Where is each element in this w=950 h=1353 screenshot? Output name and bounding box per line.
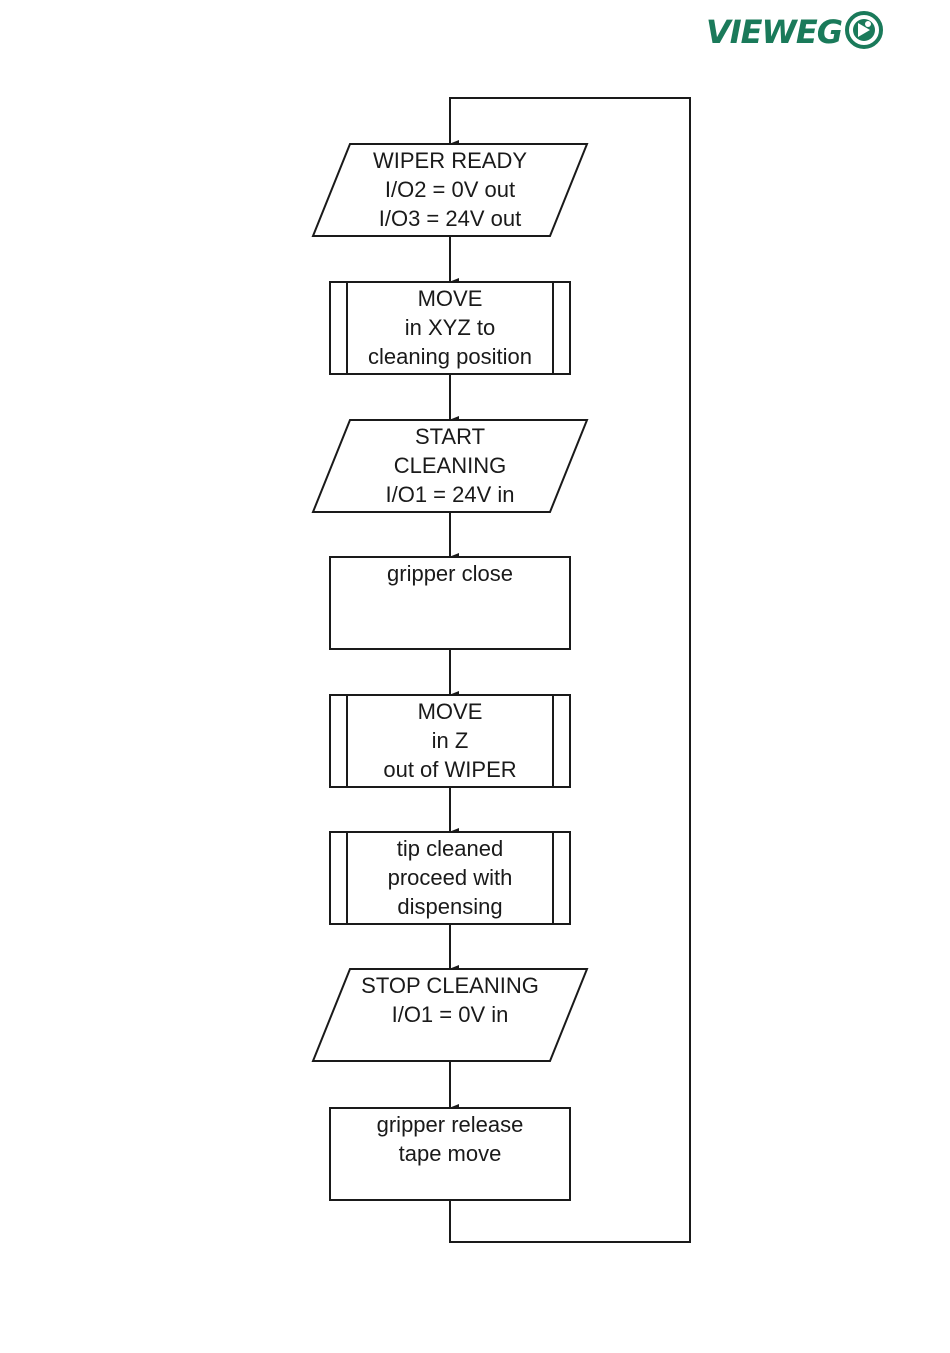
- node-text-line: MOVE: [418, 699, 483, 724]
- node-text-line: cleaning position: [368, 344, 532, 369]
- node-text-line: I/O1 = 24V in: [385, 482, 514, 507]
- node-text-line: START: [415, 424, 485, 449]
- flow-node-move-z: MOVE in Z out of WIPER: [330, 695, 570, 787]
- node-text-line: in Z: [432, 728, 469, 753]
- node-text-line: proceed with: [388, 865, 513, 890]
- flow-node-stop-cleaning: STOP CLEANING I/O1 = 0V in: [313, 969, 587, 1061]
- node-text-line: STOP CLEANING: [361, 973, 539, 998]
- node-text-line: gripper close: [387, 561, 513, 586]
- flow-node-move-xyz: MOVE in XYZ to cleaning position: [330, 282, 570, 374]
- loop-back-connector: [450, 98, 690, 1242]
- node-text-line: MOVE: [418, 286, 483, 311]
- node-text-line: WIPER READY: [373, 148, 527, 173]
- node-text-line: tip cleaned: [397, 836, 503, 861]
- node-text-line: out of WIPER: [383, 757, 516, 782]
- node-text-line: tape move: [399, 1141, 502, 1166]
- flow-node-tip-cleaned: tip cleaned proceed with dispensing: [330, 832, 570, 924]
- node-text-line: I/O2 = 0V out: [385, 177, 515, 202]
- node-text-line: I/O1 = 0V in: [392, 1002, 509, 1027]
- node-text-line: in XYZ to: [405, 315, 495, 340]
- flow-node-start-cleaning: START CLEANING I/O1 = 24V in: [313, 420, 587, 512]
- node-text-line: gripper release: [377, 1112, 524, 1137]
- flow-node-gripper-release: gripper release tape move: [330, 1108, 570, 1200]
- node-text-line: dispensing: [397, 894, 502, 919]
- node-text-line: CLEANING: [394, 453, 506, 478]
- flow-node-gripper-close: gripper close: [330, 557, 570, 649]
- node-text-line: I/O3 = 24V out: [379, 206, 521, 231]
